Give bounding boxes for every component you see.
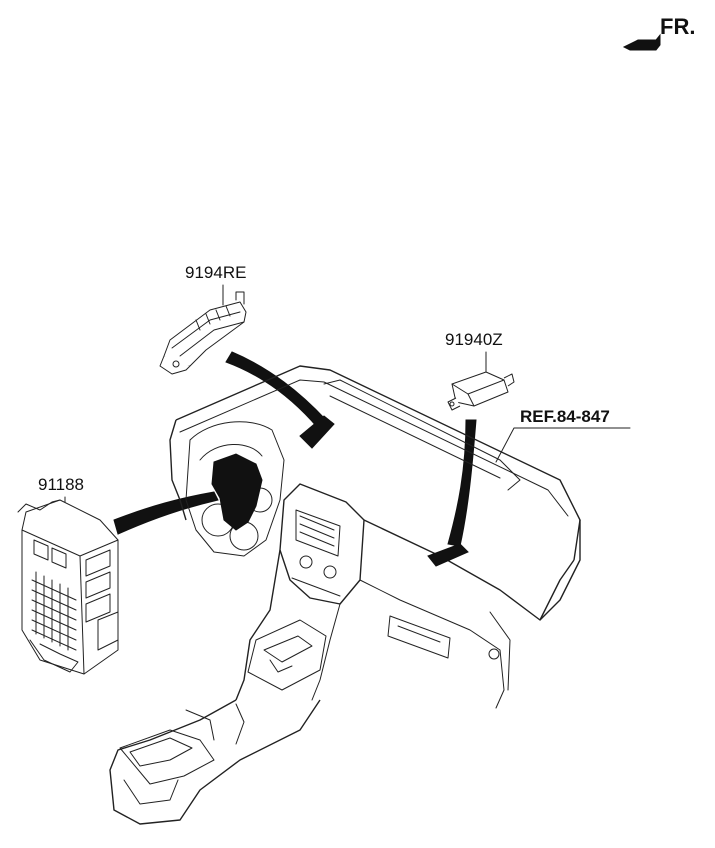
- junction-box-91188: [17, 499, 119, 675]
- dashboard-illustration: [109, 365, 581, 825]
- reference-label: REF.84-847: [520, 407, 610, 426]
- pointer-91940z: [447, 419, 477, 547]
- reference-leader-line: [495, 427, 631, 463]
- module-9194re: [159, 291, 247, 375]
- front-direction-indicator: FR.: [622, 14, 695, 51]
- part-label-9194re: 9194RE: [185, 263, 246, 282]
- front-direction-label: FR.: [660, 14, 695, 39]
- pointer-91188: [113, 491, 219, 535]
- module-91940z: [447, 371, 515, 411]
- front-arrow-icon: [622, 33, 661, 51]
- part-label-91188: 91188: [38, 475, 84, 494]
- part-label-91940z: 91940Z: [445, 330, 503, 349]
